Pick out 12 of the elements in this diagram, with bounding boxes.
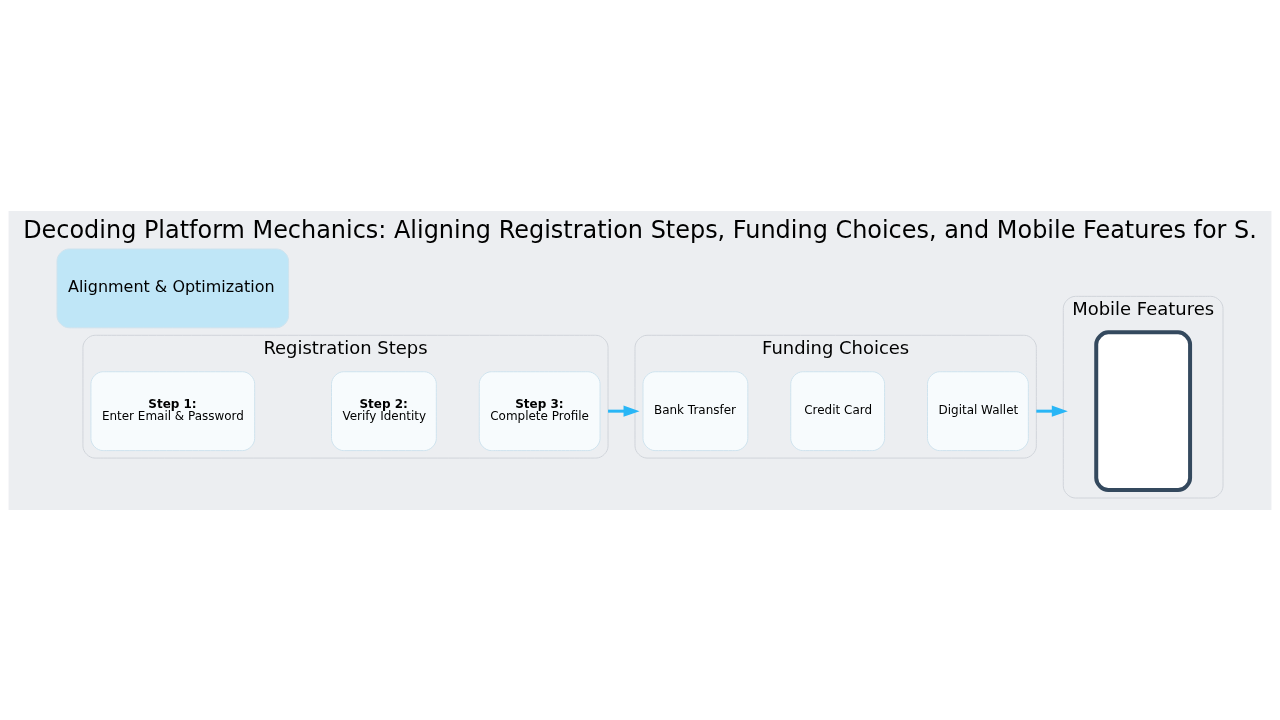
node-box: Alignment & Optimization xyxy=(56,247,290,328)
arrow xyxy=(1036,405,1068,417)
node-box: Step 3: Complete Profile xyxy=(478,370,601,451)
arrow xyxy=(608,405,640,417)
node-box: Step 2: Verify Identity xyxy=(331,370,437,451)
node-box xyxy=(1094,329,1193,492)
cluster: Mobile Features xyxy=(1062,295,1224,498)
node-box: Digital Wallet xyxy=(927,370,1029,451)
diagram-title: Decoding Platform Mechanics: Aligning Registration Steps, Funding Choices, and Mobile Features for S. xyxy=(23,215,1257,244)
node-box: Step 1: Enter Email & Password xyxy=(90,370,256,451)
node-box: Credit Card xyxy=(790,370,886,451)
node-box: Bank Transfer xyxy=(642,370,749,451)
